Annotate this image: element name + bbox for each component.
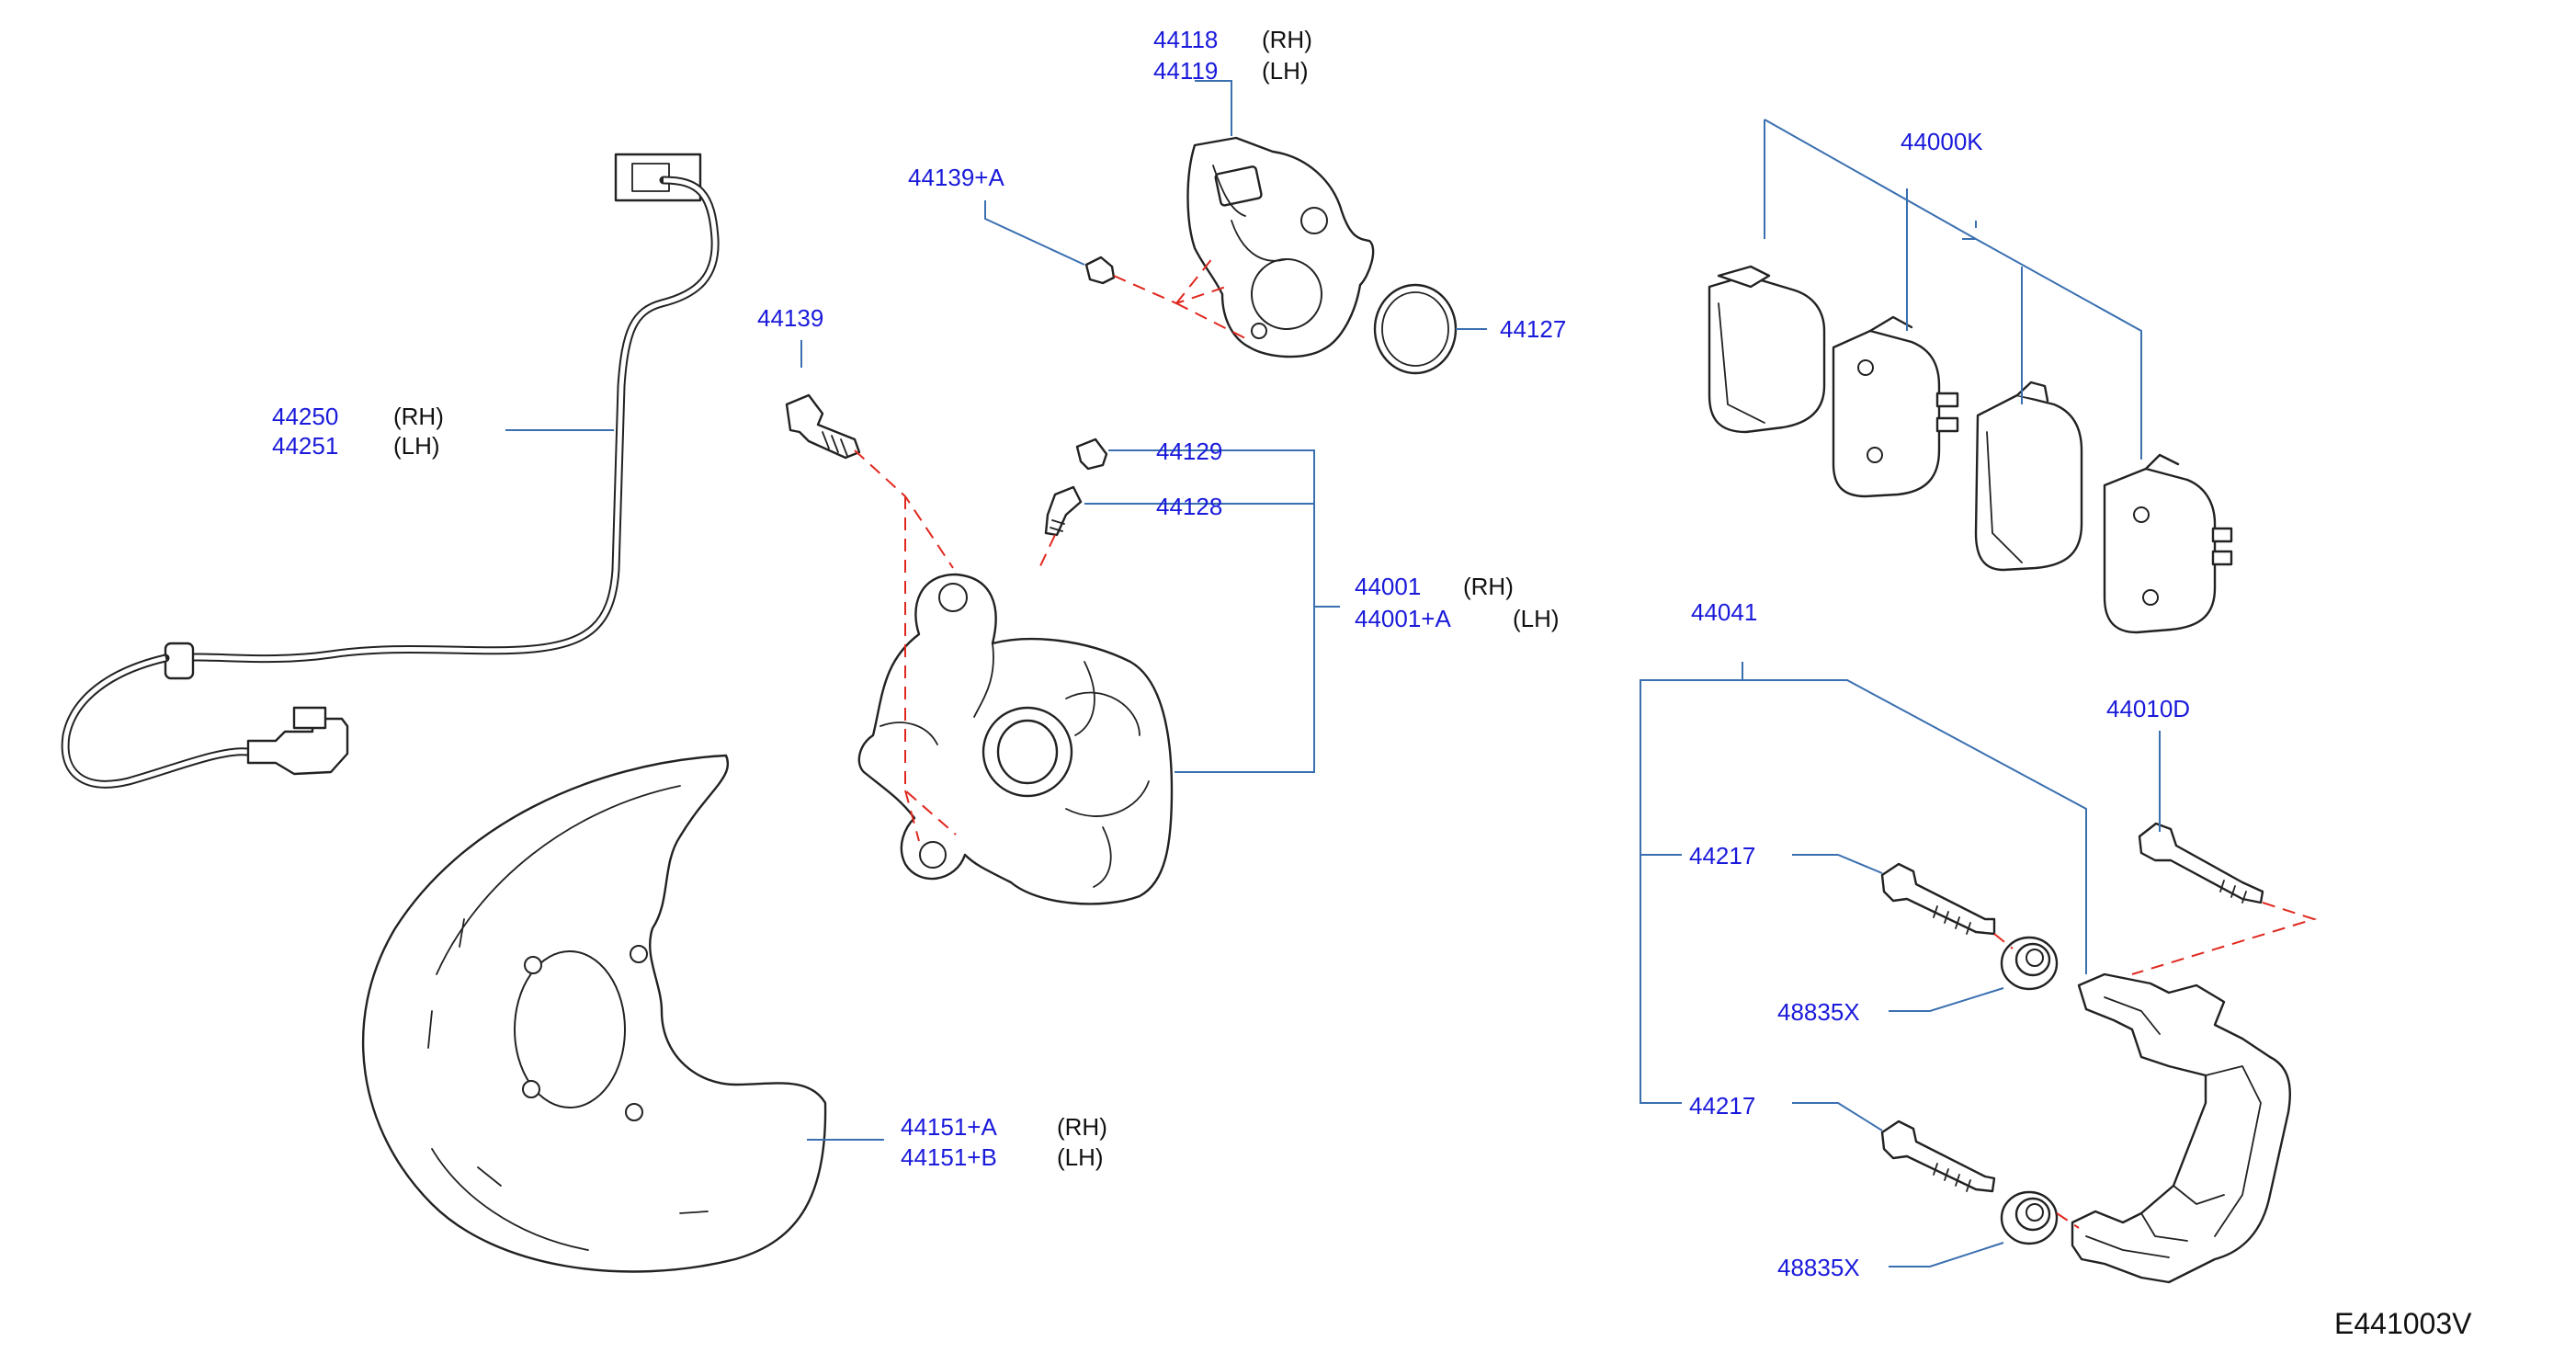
part-number-44118: 44118	[1153, 26, 1218, 53]
brake-pad-set[interactable]	[1708, 265, 2233, 634]
caliper-bolt-lower[interactable]	[1880, 1120, 1996, 1193]
callout-44128[interactable]: 44128	[1156, 493, 1222, 520]
callout-44119[interactable]: 44119 (LH)	[1153, 57, 1309, 85]
part-number-44251: 44251	[272, 432, 338, 460]
callout-44010d[interactable]: 44010D	[2106, 695, 2190, 722]
part-number-44119: 44119	[1153, 57, 1218, 85]
bushing-lower[interactable]	[2000, 1190, 2059, 1245]
side-label-rh: (RH)	[1262, 26, 1312, 53]
actuator-bolt[interactable]	[1084, 256, 1116, 285]
part-number-44127: 44127	[1500, 315, 1566, 343]
part-number-44010d: 44010D	[2106, 695, 2190, 722]
part-number-44139-a: 44139+A	[908, 164, 1004, 191]
caliper-bolt-upper[interactable]	[1880, 862, 1996, 936]
hidden-lines	[854, 256, 2318, 1229]
part-number-44217: 44217	[1689, 1092, 1755, 1120]
side-label-lh: (LH)	[1513, 605, 1560, 632]
callout-48835x-upper[interactable]: 48835X	[1777, 998, 1860, 1026]
diagram-code: E441003V	[2334, 1307, 2472, 1340]
hidden-line-bleeder	[1038, 534, 1056, 571]
callout-44000k[interactable]: 44000K	[1901, 128, 1983, 155]
callout-48835x-lower[interactable]: 48835X	[1777, 1254, 1860, 1281]
hidden-line-guide-pin	[854, 449, 954, 569]
brake-dust-shield[interactable]	[362, 754, 827, 1273]
bleeder-cap[interactable]	[1075, 438, 1108, 471]
side-label-lh: (LH)	[1262, 57, 1309, 85]
bleeder-screw[interactable]	[1044, 485, 1083, 537]
callout-44217-upper[interactable]: 44217	[1689, 842, 1755, 870]
part-number-44001-a: 44001+A	[1355, 605, 1451, 632]
part-number-44041: 44041	[1691, 598, 1757, 626]
leader-lines	[505, 80, 2161, 1267]
part-number-44129: 44129	[1156, 438, 1222, 465]
callout-44151-a[interactable]: 44151+A (RH)	[901, 1113, 1107, 1141]
callout-44250[interactable]: 44250 (RH)	[272, 403, 444, 430]
o-ring[interactable]	[1373, 283, 1458, 375]
part-number-44151-a: 44151+A	[901, 1113, 997, 1141]
callout-44129[interactable]: 44129	[1156, 438, 1222, 465]
part-number-44128: 44128	[1156, 493, 1222, 520]
part-number-48835x: 48835X	[1777, 998, 1860, 1026]
side-label-lh: (LH)	[1057, 1143, 1104, 1171]
side-label-rh: (RH)	[1463, 573, 1514, 600]
callout-44251[interactable]: 44251 (LH)	[272, 432, 440, 460]
part-number-44001: 44001	[1355, 573, 1421, 600]
callout-44041[interactable]: 44041	[1691, 598, 1757, 626]
parking-brake-actuator[interactable]	[1186, 136, 1375, 358]
callout-44217-lower[interactable]: 44217	[1689, 1092, 1755, 1120]
side-label-lh: (LH)	[393, 432, 440, 460]
hidden-line-bolt-44010d	[2131, 902, 2318, 975]
brake-caliper[interactable]	[857, 573, 1174, 905]
callout-44127[interactable]: 44127	[1500, 315, 1566, 343]
mounting-bolt[interactable]	[2138, 822, 2264, 904]
part-number-44000k: 44000K	[1901, 128, 1983, 155]
part-number-48835x: 48835X	[1777, 1254, 1860, 1281]
wheel-sensor-harness[interactable]	[61, 153, 720, 789]
callout-44118[interactable]: 44118 (RH)	[1153, 26, 1312, 53]
callout-44001[interactable]: 44001 (RH)	[1355, 573, 1514, 600]
part-number-44139: 44139	[757, 304, 823, 332]
guide-pin-bolt[interactable]	[785, 393, 861, 460]
side-label-rh: (RH)	[393, 403, 444, 430]
callout-44139-a[interactable]: 44139+A	[908, 164, 1004, 191]
callout-44151-b[interactable]: 44151+B (LH)	[901, 1143, 1104, 1171]
part-number-44250: 44250	[272, 403, 338, 430]
caliper-bracket[interactable]	[2071, 972, 2291, 1284]
part-number-44217: 44217	[1689, 842, 1755, 870]
callout-44001-a[interactable]: 44001+A (LH)	[1355, 605, 1560, 632]
callout-44139[interactable]: 44139	[757, 304, 823, 332]
side-label-rh: (RH)	[1057, 1113, 1107, 1141]
bushing-upper[interactable]	[2000, 936, 2059, 991]
part-number-44151-b: 44151+B	[901, 1143, 997, 1171]
